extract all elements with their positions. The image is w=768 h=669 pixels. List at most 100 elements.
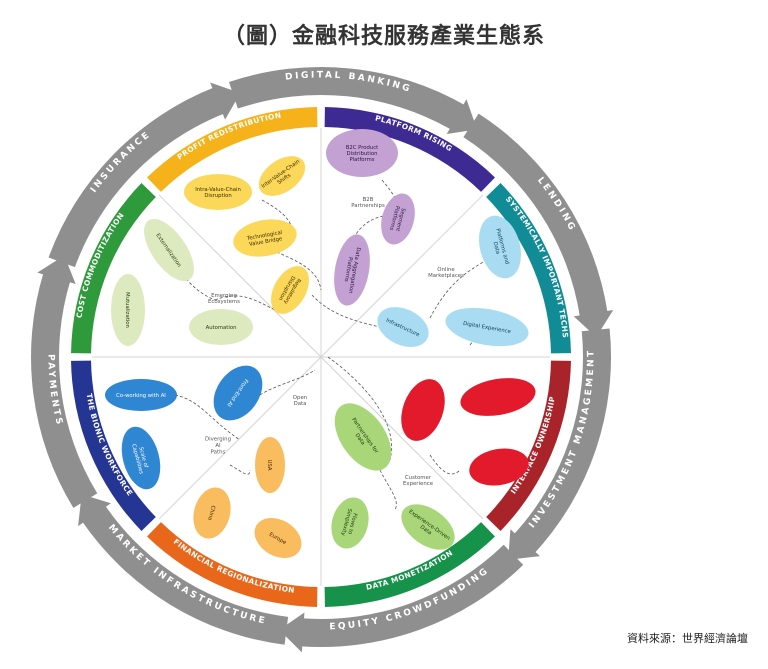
- connector-line: [259, 369, 316, 396]
- sector-divider: [158, 356, 322, 520]
- sector-band-systemic: [486, 183, 571, 354]
- bubble-systemic: Infrastructure: [377, 307, 429, 347]
- sector-divider: [320, 194, 484, 358]
- bubble-bionic: Front-End AI: [213, 365, 263, 421]
- ring-arrow-head: [573, 309, 614, 338]
- connector-line: [429, 257, 491, 319]
- sector-band-data: [324, 522, 495, 607]
- bubble-shape: [111, 274, 145, 346]
- bubble-data: Partnerships forData: [334, 403, 392, 471]
- bubble-systemic: Platforms andData: [478, 215, 522, 279]
- bubbles: Inter-Value-ChainShiftsIntra-Value-Chain…: [105, 129, 536, 558]
- ring-segment: [30, 271, 98, 508]
- bubble-shape: [445, 307, 529, 347]
- ring-segment: [513, 328, 611, 554]
- bubble-shape: [184, 174, 252, 210]
- bubble-commod: Automation: [189, 309, 253, 345]
- connector-line: [174, 394, 241, 441]
- page-title: （圖）金融科技服務產業生態系: [222, 24, 545, 49]
- sector-band-bionic: [71, 360, 156, 531]
- sector-band-interface: [486, 360, 571, 531]
- bubble-shape: [105, 379, 177, 411]
- bubble-shape: [193, 487, 231, 539]
- bubble-interface: [401, 379, 445, 441]
- bubble-shape: [334, 403, 392, 471]
- sector-divider: [320, 356, 484, 520]
- bubble-shape: [460, 378, 536, 416]
- bubble-label: China: [207, 505, 217, 521]
- connector-line: [229, 464, 251, 475]
- bubble-label: Mutualization: [125, 292, 131, 328]
- outer-ring: [30, 67, 614, 653]
- inner-disc: [92, 128, 550, 586]
- bubble-data: Flows toSimplexity: [331, 497, 369, 549]
- bubble-bionic: Scale ofCapabilities: [121, 426, 161, 490]
- connector-line: [379, 469, 397, 511]
- bubble-systemic: Digital Experience: [445, 307, 529, 347]
- bubble-commod: Mutualization: [111, 274, 145, 346]
- bubble-label: Automation: [206, 325, 237, 331]
- ring-arrow-head: [210, 82, 241, 120]
- bubble-profit: TechnologicalValue Bridge: [233, 219, 297, 257]
- bubble-label: USA: [267, 460, 273, 471]
- connector-line: [327, 356, 392, 461]
- ring-segment: [48, 87, 225, 268]
- connector-line: [271, 249, 322, 291]
- bubble-shape: [255, 437, 285, 493]
- bubble-shape: [478, 215, 522, 279]
- bubble-shape: [377, 307, 429, 347]
- bubble-shape: [258, 156, 306, 196]
- sector-divider: [158, 194, 322, 358]
- sector-band-regional: [147, 522, 318, 607]
- bubble-platform: Data AggregationPlatforms: [334, 234, 370, 306]
- bubble-shape: [381, 193, 415, 245]
- bubble-shape: [254, 518, 302, 558]
- sector-band-platform: [324, 107, 495, 192]
- bubble-interface: [460, 378, 536, 416]
- bubble-shape: [213, 365, 263, 421]
- bubble-shape: [121, 426, 161, 490]
- bubble-shape: [331, 497, 369, 549]
- bubble-regional: China: [193, 487, 231, 539]
- sector-band-commod: [71, 183, 156, 354]
- bubble-shape: [271, 266, 309, 314]
- connector-line: [311, 294, 386, 329]
- ring-segment: [299, 544, 524, 647]
- source-note: 資料來源：世界經濟論壇: [627, 632, 748, 645]
- bubble-shape: [401, 504, 455, 550]
- ring-segment: [463, 113, 608, 318]
- bubble-shape: [326, 129, 398, 177]
- ring-arrow-head: [508, 529, 540, 560]
- bubble-label: Co-working with AI: [116, 393, 166, 399]
- ring-arrow-head: [446, 99, 478, 135]
- ring-segment: [228, 67, 466, 130]
- ring-segment: [81, 504, 289, 645]
- bubble-shape: [401, 379, 445, 441]
- ring-arrow-head: [78, 494, 111, 527]
- connector-line: [429, 454, 461, 475]
- bubble-profit: RegulatoryDisruption: [271, 266, 309, 314]
- bubble-bionic: Co-working with AI: [105, 379, 177, 411]
- bubble-shape: [189, 309, 253, 345]
- connector-line: [214, 295, 276, 311]
- sector-band-profit: [147, 107, 318, 192]
- bubble-interface: [469, 448, 529, 486]
- bubble-shape: [144, 218, 194, 282]
- bubble-regional: Europe: [254, 518, 302, 558]
- bubble-regional: USA: [255, 437, 285, 493]
- sector-bands: [71, 107, 571, 607]
- bubble-shape: [469, 448, 529, 486]
- bubble-commod: Externalization: [144, 218, 194, 282]
